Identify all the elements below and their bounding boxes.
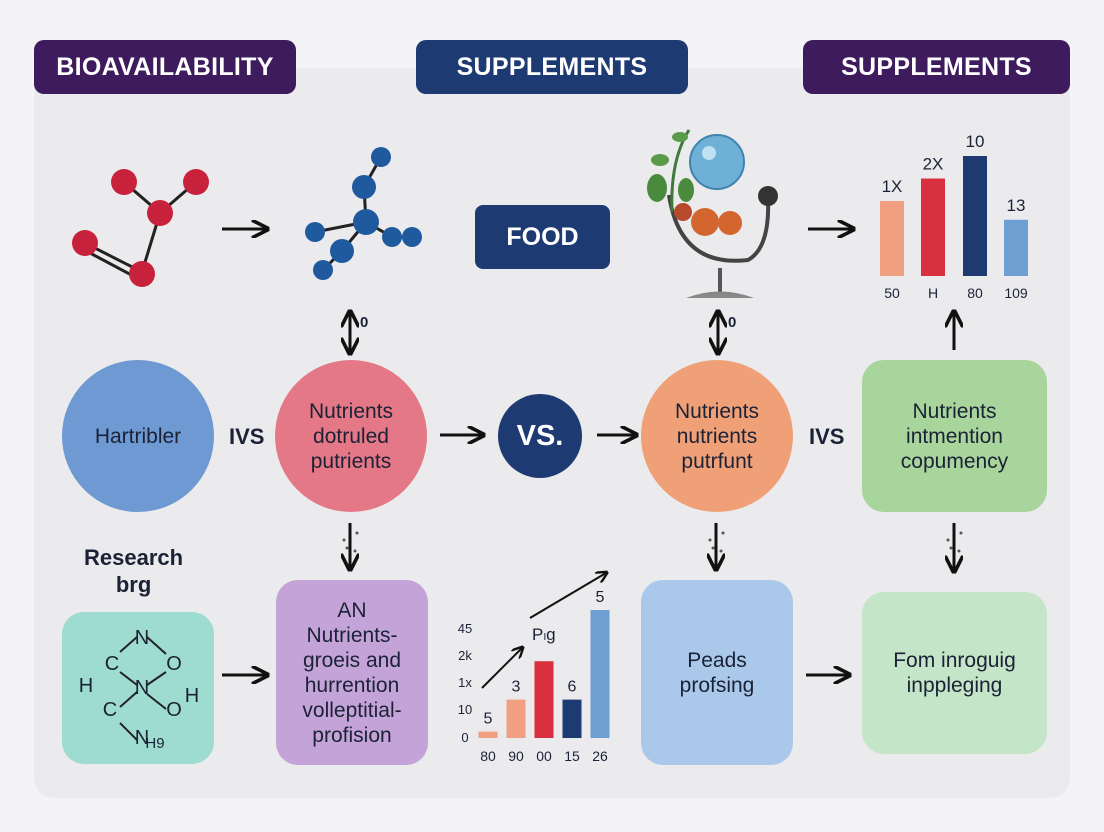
bottom-chart-y-tick: 10 (458, 702, 472, 717)
atom-label: H9 (145, 735, 164, 752)
atom-label: N (135, 677, 149, 699)
atom-label: N (135, 627, 149, 649)
arrow-label-right: 0 (728, 314, 737, 331)
bottom-chart-y-tick: 2k (458, 648, 472, 663)
circle-nutrients-orange: Nutrients nutrients putrfunt (641, 360, 793, 512)
plant-supplement-icon (647, 129, 778, 298)
bottom-chart-data-label: 3 (512, 679, 521, 696)
bottom-chart-category-label: 26 (592, 748, 608, 764)
atom-label: O (166, 699, 182, 721)
bottom-chart-data-label: 5 (596, 589, 605, 606)
box-nutrients-green: Nutrients intmention copumency (862, 360, 1047, 512)
top-chart-data-label: 13 (1007, 196, 1026, 215)
atom-label: H (185, 685, 199, 707)
research-title: Research brg (84, 545, 184, 597)
ivs-right-label: IVS (809, 424, 845, 449)
bottom-chart-y-tick: 45 (458, 621, 472, 636)
bottom-chart-category-label: 90 (508, 748, 524, 764)
bottom-chart-data-label: 6 (568, 679, 577, 696)
blue-molecule-icon (305, 147, 422, 280)
research-molecule-box: N C O H N H C O N H9 (62, 612, 214, 764)
vs-badge: VS. (498, 394, 582, 478)
top-chart-data-label: 1X (882, 177, 903, 196)
atom-label: N (135, 727, 149, 749)
top-bar-chart: 1X 50 2X H 10 80 13 109 (880, 132, 1028, 301)
bottom-chart-bar (478, 731, 498, 738)
food-badge: FOOD (475, 205, 610, 269)
box-nutrients-purple: AN Nutrients- groeis and hurrention voll… (276, 580, 428, 765)
bottom-bar-chart: 5 80 3 90 00 6 15 5 26 45 2k 1x 10 0 Pₗg (458, 573, 610, 764)
top-chart-category-label: 50 (884, 285, 900, 301)
top-chart-category-label: 80 (967, 285, 983, 301)
bottom-chart-category-label: 15 (564, 748, 580, 764)
top-chart-bar (1004, 219, 1028, 276)
header-supplements-right: SUPPLEMENTS (803, 40, 1070, 94)
header-bioavailability: BIOAVAILABILITY (34, 40, 296, 94)
top-chart-bar (921, 178, 945, 276)
top-chart-bar (880, 201, 904, 276)
bottom-chart-bar (534, 661, 554, 738)
bottom-chart-category-label: 00 (536, 748, 552, 764)
top-chart-data-label: 2X (923, 155, 944, 174)
atom-label: C (105, 653, 119, 675)
arrow-label-left: 0 (360, 314, 369, 331)
top-chart-category-label: H (928, 285, 938, 301)
red-molecule-icon (72, 169, 209, 287)
bottom-chart-bar (590, 610, 610, 738)
top-chart-category-label: 109 (1004, 285, 1028, 301)
circle-nutrients-pink: Nutrients dotruled putrients (275, 360, 427, 512)
circle-hartribler: Hartribler (62, 360, 214, 512)
bottom-chart-y-tick: 1x (458, 675, 472, 690)
bottom-chart-y-tick: 0 (461, 730, 468, 745)
dots-decoration (342, 531, 963, 553)
top-chart-bar (963, 156, 987, 276)
bottom-chart-category-label: 80 (480, 748, 496, 764)
box-peads-profsing: Peads profsing (641, 580, 793, 765)
bottom-chart-bar (506, 699, 526, 738)
atom-label: O (166, 653, 182, 675)
atom-label: H (79, 675, 93, 697)
ivs-left-label: IVS (229, 424, 265, 449)
header-supplements-center: SUPPLEMENTS (416, 40, 688, 94)
bottom-chart-data-label: 5 (484, 711, 493, 728)
bottom-chart-bar (562, 699, 582, 738)
top-chart-data-label: 10 (966, 132, 985, 151)
box-fom-inroguig: Fom inroguig inppleging (862, 592, 1047, 754)
trend-arrow (529, 573, 606, 619)
trend-arrow (481, 648, 522, 689)
bottom-chart-annotation: Pₗg (532, 625, 556, 644)
molecule-structure-icon: N C O H N H C O N H9 (79, 627, 199, 752)
atom-label: C (103, 699, 117, 721)
